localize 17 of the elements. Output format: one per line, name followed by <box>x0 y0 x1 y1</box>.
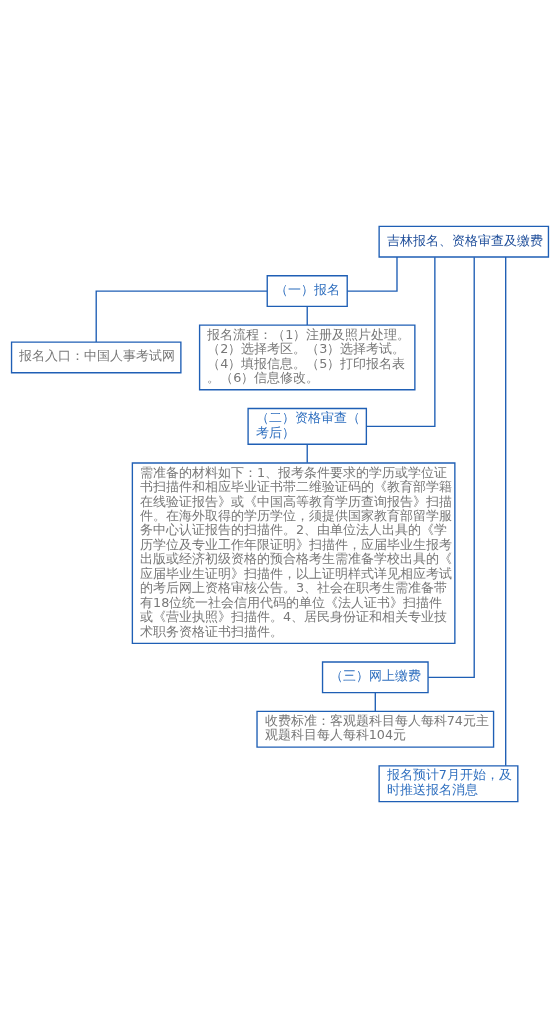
connector <box>365 255 436 427</box>
connector <box>505 255 507 766</box>
node-box: 报名流程：（1）注册及照片处理。（2）选择考区。（3）选择考试。（4）填报信息。（5）打印报名表。（6）信息修改。 <box>198 323 416 390</box>
node-box: 报名入口：中国人事考试网 <box>10 340 182 373</box>
connector <box>306 305 308 326</box>
node-box: （二）资格审查（考后） <box>247 407 368 445</box>
node-box: 收费标准：客观题科目每人每科74元主观题科目每人每科104元 <box>256 710 495 748</box>
connector <box>346 255 398 292</box>
connector <box>306 443 308 463</box>
connector <box>427 256 475 678</box>
connector <box>95 289 268 343</box>
node-box: （一）报名 <box>266 274 348 307</box>
node-box: （三）网上缴费 <box>321 660 429 693</box>
node-box: 报名预计7月开始，及时推送报名消息 <box>378 764 519 802</box>
connector <box>374 691 376 712</box>
node-box: 吉林报名、资格审查及缴费 <box>378 225 550 258</box>
node-box: 需准备的材料如下：1、报考条件要求的学历或学位证书扫描件和相应毕业证书带二维验证码的《教育部学籍在线验证报告》或《中国高等教育学历查询报告》扫描件。在海外取得的学历学位，须提供国家教育部留学服务中心认证报告的扫描件。2、由单位法人出具的《学历学位及专业工作年限证明》扫描件，应届毕业生报考出版或经济初级资格的预合格考生需准备学校出具的《应届毕业生证明》扫描件，以上证明样式详见相应考试的考后网上资格审核公告。3、社会在职考生需准备带有18位统一社会信用代码的单位《法人证书》扫描件或《营业执照》扫描件。4、居民身份证和相关专业技术职务资格证书扫描件。 <box>131 461 456 644</box>
